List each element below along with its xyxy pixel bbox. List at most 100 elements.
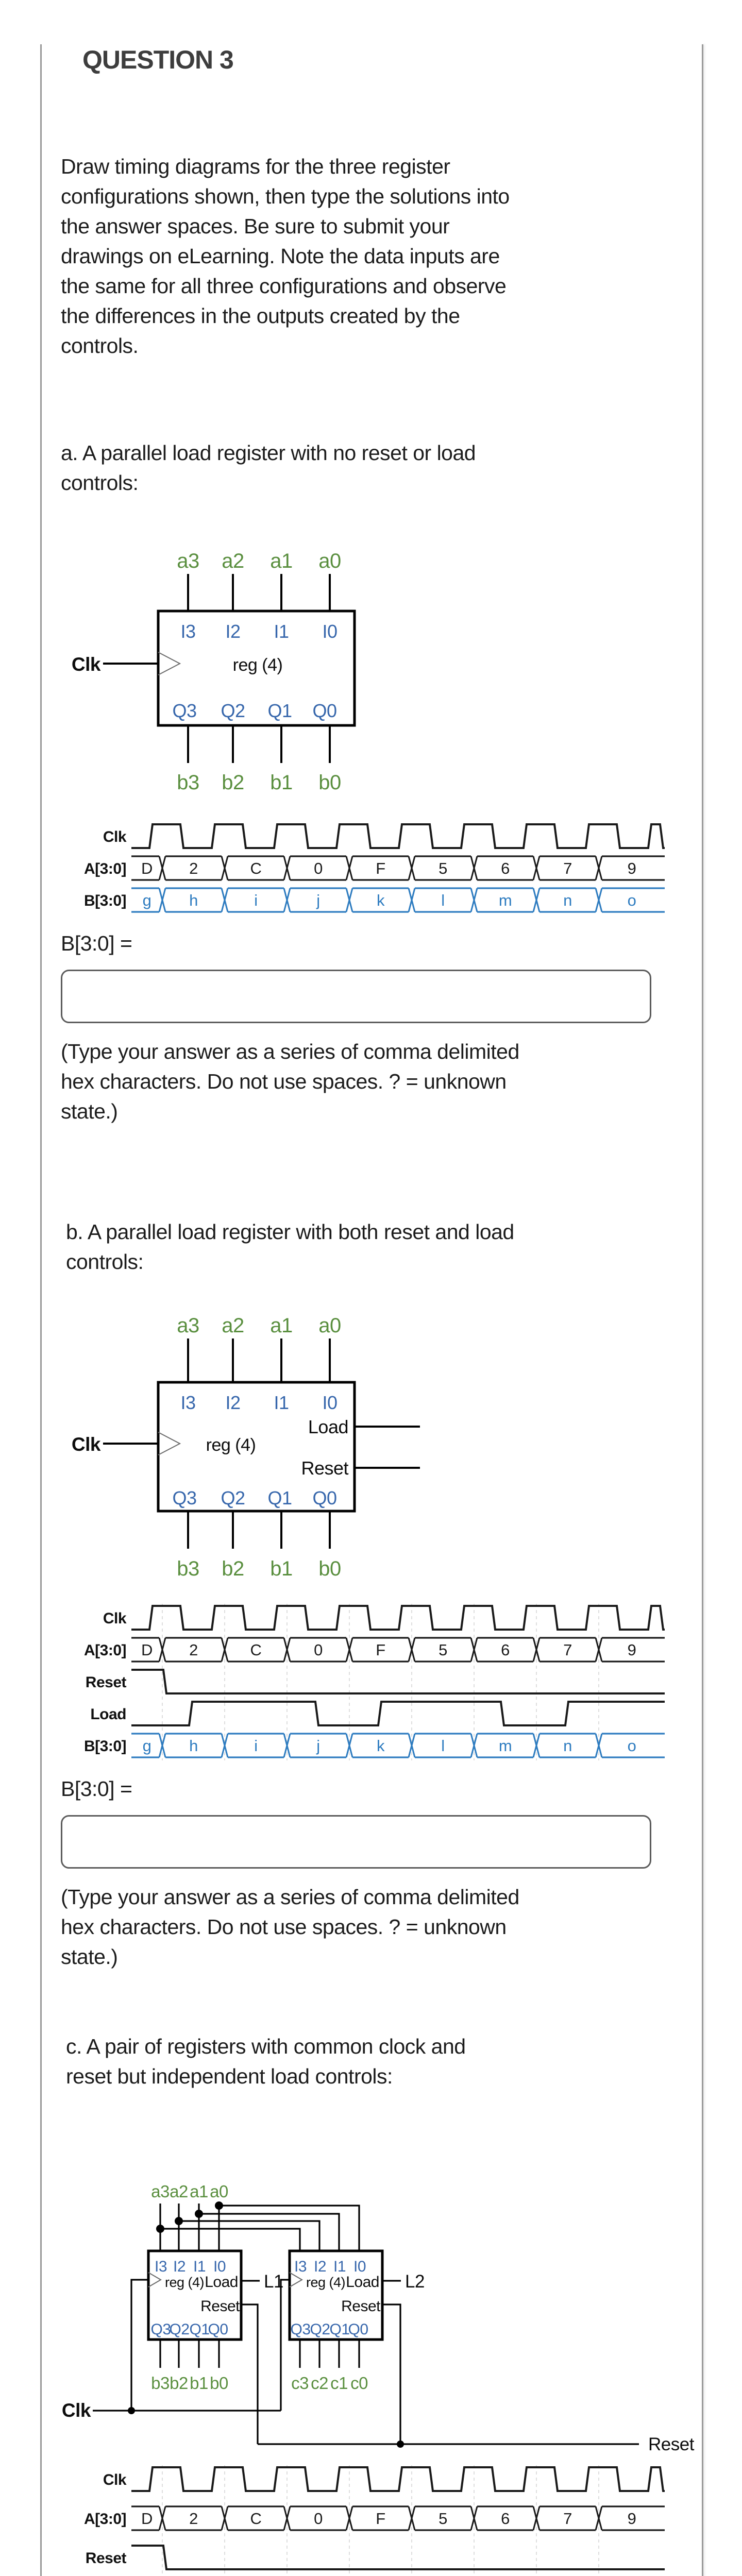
port-label-i2: I2 (225, 1392, 240, 1413)
output-label-b0: b0 (210, 2374, 228, 2393)
output-label-c2: c2 (311, 2374, 328, 2393)
port-label-q3: Q3 (150, 2321, 171, 2338)
bus-value: 5 (439, 2510, 447, 2528)
right-border-rule (702, 44, 703, 2576)
register-name: reg (4) (206, 1435, 256, 1455)
bus-value: F (376, 859, 385, 877)
port-label-q2: Q2 (310, 2321, 330, 2338)
port-label-i3: I3 (155, 2258, 167, 2275)
output-label-c0: c0 (350, 2374, 368, 2393)
bus-value: g (143, 891, 151, 909)
timing-diagram-c: ClkA[3:0]D2C0F5679ResetL1L2B[3:0]ghijklm… (84, 2465, 665, 2576)
part-c-section: c. A pair of registers with common clock… (61, 2031, 700, 2576)
bus-value: 0 (314, 1641, 323, 1659)
output-label-b3: b3 (151, 2374, 170, 2393)
port-label-i1: I1 (333, 2258, 346, 2275)
output-label-b2: b2 (222, 771, 244, 794)
register-name: reg (4) (233, 655, 283, 675)
bus-value: 0 (314, 2510, 323, 2528)
bus-value: l (441, 1737, 444, 1755)
part-b-section: b. A parallel load register with both re… (61, 1217, 700, 1972)
circuit-diagram-b: a3 a2 a1 a0 I3 I2 I1 I0 Load Clk reg (4)… (72, 1314, 420, 1580)
timing-row-label: Load (90, 1706, 126, 1723)
output-label-c3: c3 (291, 2374, 309, 2393)
bus-value: D (141, 1641, 153, 1659)
reset-port-label: Reset (341, 2298, 381, 2315)
answer-input-a-b[interactable] (61, 970, 651, 1023)
register-box-left (147, 2249, 243, 2341)
port-label-i3: I3 (180, 621, 195, 642)
bus-value: 7 (563, 859, 572, 877)
answer-input-b-b[interactable] (61, 1815, 651, 1869)
input-label-a1: a1 (190, 2182, 208, 2201)
clock-edge-triangle (148, 2272, 162, 2287)
port-label-q1: Q1 (267, 700, 292, 721)
bus-value: 5 (439, 1641, 447, 1659)
bus-value: 7 (563, 1641, 572, 1659)
input-label-a3: a3 (177, 1314, 199, 1337)
input-label-a2: a2 (170, 2182, 188, 2201)
port-label-i2: I2 (314, 2258, 326, 2275)
bus-value: l (441, 891, 444, 909)
bus-value: h (189, 1737, 198, 1755)
bus-value: D (141, 2510, 153, 2528)
port-label-i0: I0 (322, 1392, 337, 1413)
reset-net-label: Reset (648, 2434, 695, 2454)
input-label-a2: a2 (222, 550, 244, 572)
input-label-a3: a3 (151, 2182, 170, 2201)
output-label-b0: b0 (318, 771, 341, 794)
bus-value: i (254, 1737, 257, 1755)
port-label-q2: Q2 (221, 1487, 245, 1509)
question-title: QUESTION 3 (82, 45, 234, 74)
intro-text: Draw timing diagrams for the three regis… (61, 155, 510, 358)
port-label-q3: Q3 (172, 700, 196, 721)
output-label-b1: b1 (190, 2374, 208, 2393)
timing-row-label: Clk (103, 2471, 127, 2488)
port-label-i1: I1 (193, 2258, 206, 2275)
port-label-q2: Q2 (169, 2321, 189, 2338)
timing-row-label: Reset (86, 1674, 127, 1691)
output-label-b2: b2 (170, 2374, 188, 2393)
timing-row-label: Clk (103, 828, 127, 845)
output-label-b1: b1 (270, 1557, 293, 1580)
load-port-label: Load (346, 2274, 379, 2291)
bus-value: 9 (628, 859, 636, 877)
bus-value: D (141, 859, 153, 877)
answer-note-b: (Type your answer as a series of comma d… (61, 1885, 519, 1969)
input-label-a2: a2 (222, 1314, 244, 1337)
part-a-heading: a. A parallel load register with no rese… (61, 441, 476, 495)
port-label-i0: I0 (353, 2258, 366, 2275)
output-label-b3: b3 (177, 1557, 199, 1580)
bus-value: 9 (628, 2510, 636, 2528)
port-label-q3: Q3 (290, 2321, 310, 2338)
port-label-i3: I3 (294, 2258, 307, 2275)
timing-row-label: B[3:0] (84, 892, 126, 909)
port-label-i0: I0 (213, 2258, 226, 2275)
register-name: reg (4) (165, 2275, 204, 2290)
port-label-i0: I0 (322, 621, 337, 642)
output-label-b3: b3 (177, 771, 199, 794)
port-label-q0: Q0 (312, 1487, 336, 1509)
port-label-q1: Q1 (267, 1487, 292, 1509)
output-label-b0: b0 (318, 1557, 341, 1580)
bus-value: 2 (189, 2510, 198, 2528)
l2-net-label: L2 (405, 2272, 425, 2292)
bus-value: j (316, 1737, 319, 1755)
bus-value: n (563, 891, 572, 909)
bus-value: F (376, 1641, 385, 1659)
timing-row-label: A[3:0] (84, 860, 126, 877)
port-label-q0: Q0 (312, 700, 336, 721)
port-label-q0: Q0 (208, 2321, 228, 2338)
timing-row-label: Reset (86, 2550, 127, 2567)
port-label-q3: Q3 (172, 1487, 196, 1509)
bus-value: 9 (628, 1641, 636, 1659)
bus-value: k (377, 891, 385, 909)
port-label-q1: Q1 (189, 2321, 209, 2338)
part-b-heading: b. A parallel load register with both re… (66, 1220, 514, 1274)
port-label-i1: I1 (274, 621, 289, 642)
register-box-right (288, 2249, 384, 2341)
bus-value: o (628, 891, 636, 909)
bus-value: n (563, 1737, 572, 1755)
